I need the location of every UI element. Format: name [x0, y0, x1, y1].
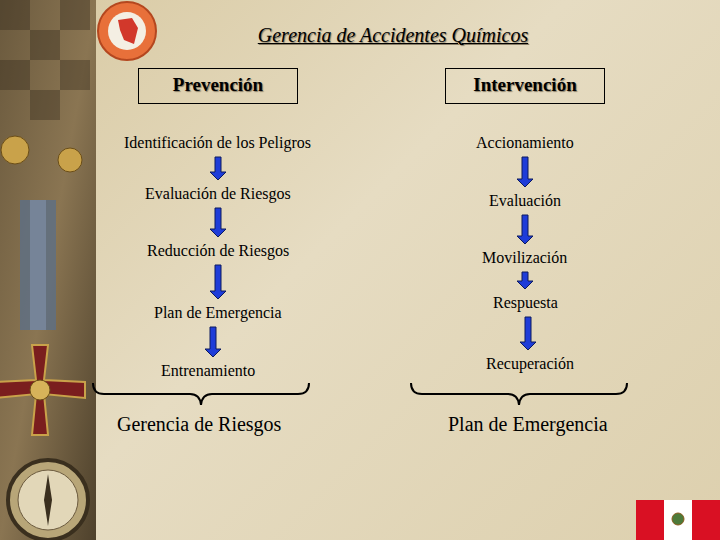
step-text: Accionamiento — [476, 134, 574, 152]
step-text: Identificación de los Peligros — [124, 134, 311, 152]
peru-flag — [636, 500, 720, 540]
flow-arrow — [517, 215, 533, 244]
step-node: Accionamiento — [473, 132, 577, 154]
group-label: Gerencia de Riesgos — [117, 413, 281, 436]
step-text: Recuperación — [486, 355, 574, 373]
step-node: Evaluación — [486, 190, 564, 212]
flow-arrow — [517, 272, 533, 289]
medal-ribbon — [20, 200, 56, 330]
side-strip — [0, 0, 96, 540]
left-brace — [93, 383, 309, 405]
step-text: Plan de Emergencia — [154, 304, 282, 322]
heading-box: Prevención — [138, 68, 298, 104]
heading-text: Intervención — [458, 74, 592, 96]
heading-text: Prevención — [151, 74, 285, 96]
step-text: Evaluación — [489, 192, 561, 210]
step-text: Respuesta — [493, 294, 558, 312]
group-label: Plan de Emergencia — [448, 413, 608, 436]
step-node: Reducción de Riesgos — [144, 240, 292, 262]
flow-arrow — [210, 157, 226, 180]
flow-arrow — [210, 265, 226, 299]
logo-emblem — [98, 2, 156, 60]
step-node: Evaluación de Riesgos — [142, 183, 294, 205]
step-text: Reducción de Riesgos — [147, 242, 289, 260]
gold-coins — [1, 136, 82, 172]
heading-box: Intervención — [445, 68, 605, 104]
flow-arrow — [210, 208, 226, 237]
flow-arrow — [205, 327, 221, 357]
compass — [8, 460, 88, 540]
step-node: Recuperación — [483, 353, 577, 375]
right-brace — [411, 383, 627, 405]
medal-cross — [0, 345, 85, 435]
step-text: Entrenamiento — [161, 362, 255, 380]
step-node: Plan de Emergencia — [151, 302, 285, 324]
flow-arrow — [520, 317, 536, 350]
step-text: Evaluación de Riesgos — [145, 185, 291, 203]
flow-arrow — [517, 157, 533, 187]
step-node: Entrenamiento — [158, 360, 258, 382]
step-node: Identificación de los Peligros — [121, 132, 314, 154]
checker-pattern — [0, 0, 90, 120]
step-node: Movilización — [479, 247, 570, 269]
step-text: Movilización — [482, 249, 567, 267]
diagram-title: Gerencia de Accidentes Químicos — [0, 24, 720, 47]
step-node: Respuesta — [490, 292, 561, 314]
